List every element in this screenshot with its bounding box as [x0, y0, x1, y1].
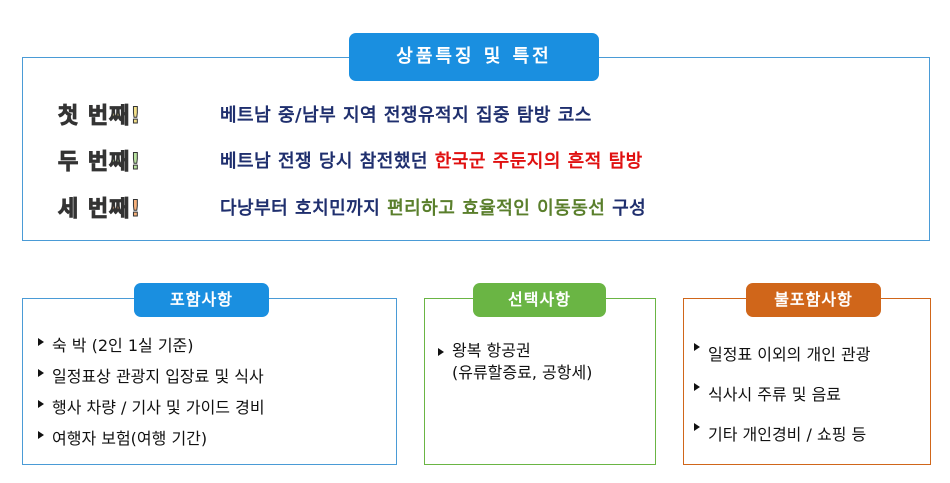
feature-ordinal: 세 번째! — [58, 197, 142, 223]
feature-text-part: 집중 탐방 코스 — [469, 105, 592, 126]
list-item: 일정표상 관광지 입장료 및 식사 — [36, 361, 265, 392]
feature-text-part: 다낭부터 호치민까지 — [220, 198, 388, 219]
list-item: 일정표 이외의 개인 관광 — [692, 335, 870, 375]
feature-text-part: 중/남부 지역 전쟁유적지 — [277, 105, 470, 126]
feature-ordinal: 첫 번째! — [58, 104, 142, 130]
excluded-title: 불포함사항 — [746, 283, 881, 317]
feature-text-highlight: 편리하고 효율적인 이동동선 — [387, 198, 606, 219]
feature-text-part: 구성 — [605, 198, 647, 219]
excluded-list: 일정표 이외의 개인 관광 식사시 주류 및 음료 기타 개인경비 / 쇼핑 등 — [692, 335, 870, 455]
included-title: 포함사항 — [134, 283, 269, 317]
included-list: 숙 박 (2인 1실 기준) 일정표상 관광지 입장료 및 식사 행사 차량 /… — [36, 330, 265, 454]
optional-title: 선택사항 — [473, 283, 606, 317]
feature-row-3: 세 번째! 다낭부터 호치민까지 편리하고 효율적인 이동동선 구성 — [58, 189, 646, 225]
feature-text-part: 베트남 — [220, 105, 278, 126]
feature-text-highlight: 한국군 주둔지의 흔적 탐방 — [434, 151, 643, 172]
list-item: 기타 개인경비 / 쇼핑 등 — [692, 415, 870, 455]
feature-text: 베트남 전쟁 당시 참전했던 한국군 주둔지의 흔적 탐방 — [220, 147, 643, 173]
feature-text-part: 베트남 전쟁 당시 참전했던 — [220, 151, 435, 172]
list-item: 행사 차량 / 기사 및 가이드 경비 — [36, 392, 265, 423]
feature-row-2: 두 번째! 베트남 전쟁 당시 참전했던 한국군 주둔지의 흔적 탐방 — [58, 142, 643, 178]
feature-text: 다낭부터 호치민까지 편리하고 효율적인 이동동선 구성 — [220, 194, 646, 220]
feature-text: 베트남 중/남부 지역 전쟁유적지 집중 탐방 코스 — [220, 101, 592, 127]
list-item: 식사시 주류 및 음료 — [692, 375, 870, 415]
features-title: 상품특징 및 특전 — [349, 33, 599, 81]
optional-list: 왕복 항공권 (유류할증료, 공항세) — [436, 340, 592, 384]
list-item: 여행자 보험(여행 기간) — [36, 423, 265, 454]
list-item: 숙 박 (2인 1실 기준) — [36, 330, 265, 361]
list-item-main: 왕복 항공권 — [452, 341, 531, 360]
list-item-sub: (유류할증료, 공항세) — [452, 363, 593, 382]
feature-ordinal: 두 번째! — [58, 150, 142, 176]
feature-row-1: 첫 번째! 베트남 중/남부 지역 전쟁유적지 집중 탐방 코스 — [58, 96, 592, 132]
list-item: 왕복 항공권 (유류할증료, 공항세) — [436, 340, 592, 384]
